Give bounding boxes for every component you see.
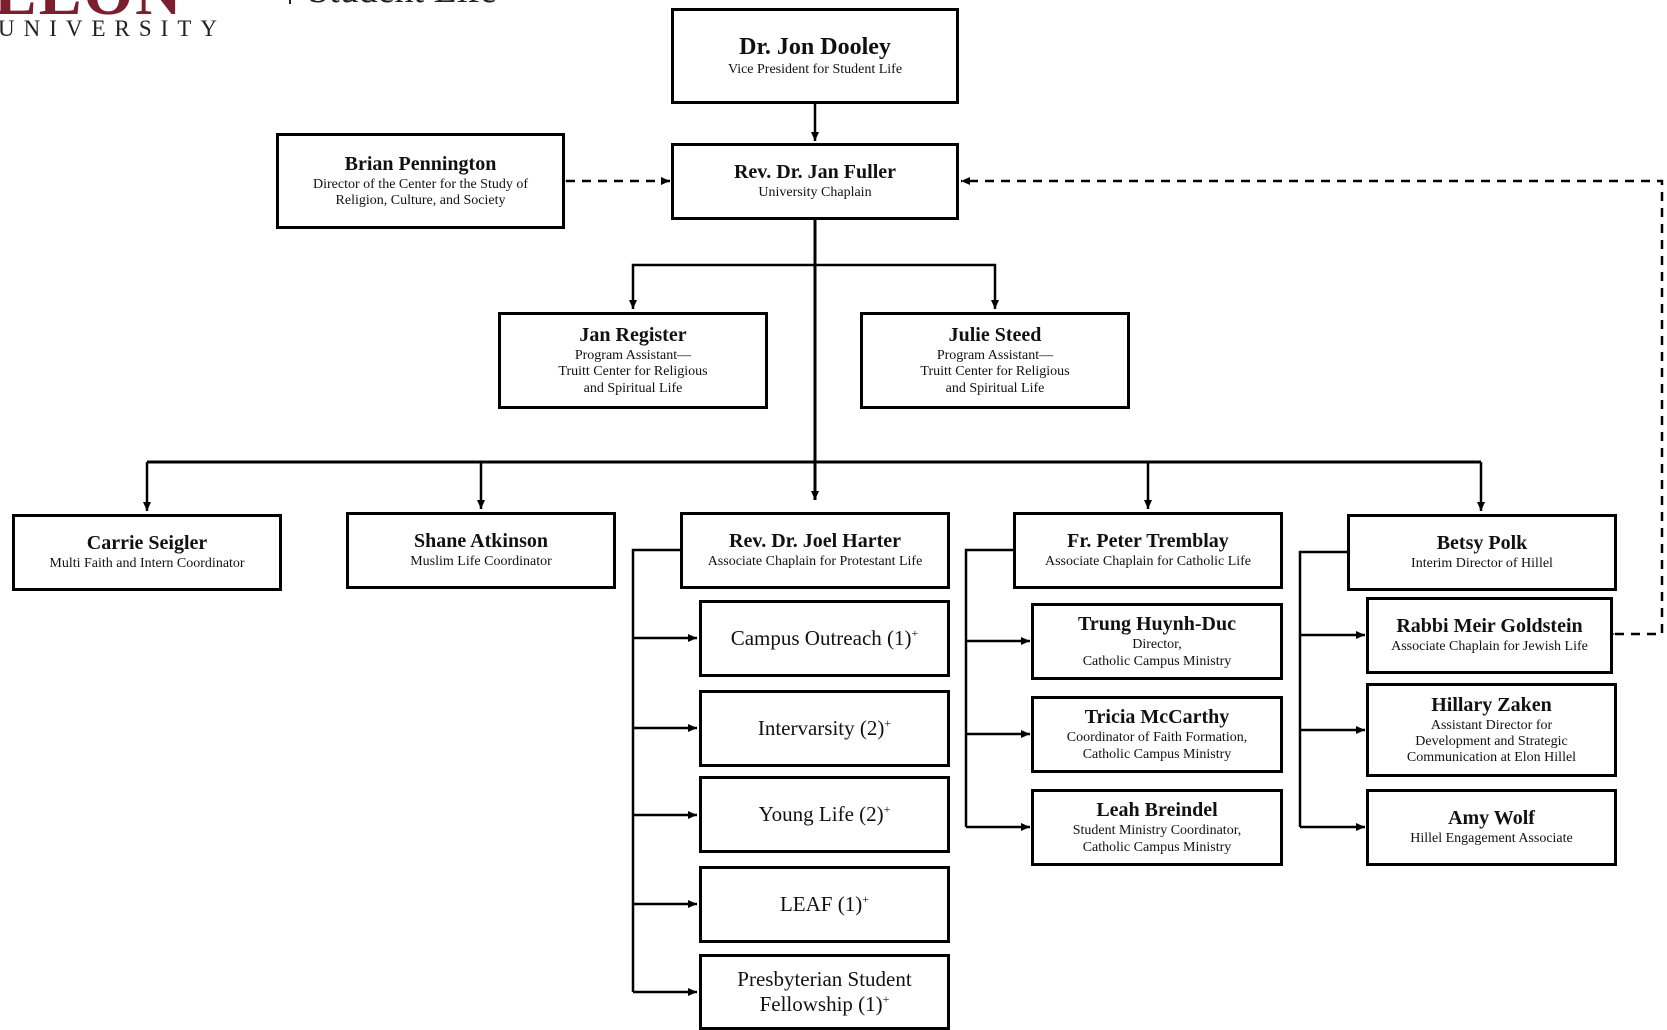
node-title: Coordinator of Faith Formation, Catholic… xyxy=(1066,730,1248,762)
node-dooley: Dr. Jon Dooley Vice President for Studen… xyxy=(671,8,959,104)
node-register: Jan Register Program Assistant— Truitt C… xyxy=(498,312,768,409)
node-title: Vice President for Student Life xyxy=(727,62,903,78)
node-name: Rabbi Meir Goldstein xyxy=(1396,615,1583,638)
node-name: Jan Register xyxy=(579,324,687,347)
node-title: Muslim Life Coordinator xyxy=(410,554,552,570)
group-label-mark: + xyxy=(862,891,870,906)
node-title: Associate Chaplain for Jewish Life xyxy=(1391,639,1588,655)
node-title: Student Ministry Coordinator, Catholic C… xyxy=(1072,823,1242,855)
node-seigler: Carrie Seigler Multi Faith and Intern Co… xyxy=(12,514,282,591)
node-name: Shane Atkinson xyxy=(414,530,548,553)
group-label-mark: + xyxy=(882,992,890,1006)
node-title: Multi Faith and Intern Coordinator xyxy=(49,556,245,572)
node-name: Trung Huynh-Duc xyxy=(1077,613,1236,636)
group-leaf: LEAF (1)+ xyxy=(699,866,950,943)
group-label-text: Young Life (2) xyxy=(758,801,884,826)
node-tremblay: Fr. Peter Tremblay Associate Chaplain fo… xyxy=(1013,512,1283,589)
node-name: Julie Steed xyxy=(948,324,1042,347)
node-name: Hillary Zaken xyxy=(1431,693,1552,716)
node-polk: Betsy Polk Interim Director of Hillel xyxy=(1347,514,1617,591)
group-label: Campus Outreach (1)+ xyxy=(731,626,919,651)
node-breindel: Leah Breindel Student Ministry Coordinat… xyxy=(1031,789,1283,866)
group-label: Intervarsity (2)+ xyxy=(758,716,891,741)
node-name: Dr. Jon Dooley xyxy=(739,33,891,60)
node-mccarthy: Tricia McCarthy Coordinator of Faith For… xyxy=(1031,696,1283,773)
group-label-text: Intervarsity (2) xyxy=(757,715,885,740)
node-name: Leah Breindel xyxy=(1096,799,1218,822)
logo-divider xyxy=(289,0,291,4)
node-steed: Julie Steed Program Assistant— Truitt Ce… xyxy=(860,312,1130,409)
node-atkinson: Shane Atkinson Muslim Life Coordinator xyxy=(346,512,616,589)
node-harter: Rev. Dr. Joel Harter Associate Chaplain … xyxy=(680,512,950,589)
node-title: Director of the Center for the Study of … xyxy=(313,176,528,208)
group-label-mark: + xyxy=(911,625,919,640)
group-young-life: Young Life (2)+ xyxy=(699,776,950,853)
node-name: Carrie Seigler xyxy=(86,532,208,555)
group-presbyterian: Presbyterian Student Fellowship (1)+ xyxy=(699,954,950,1030)
group-campus-outreach: Campus Outreach (1)+ xyxy=(699,600,950,677)
group-label-mark: + xyxy=(883,801,891,816)
node-title: Interim Director of Hillel xyxy=(1411,556,1553,572)
node-name: Fr. Peter Tremblay xyxy=(1067,530,1229,553)
group-label: LEAF (1)+ xyxy=(780,892,869,917)
node-title: Director, Catholic Campus Ministry xyxy=(1082,637,1232,669)
node-title: Associate Chaplain for Protestant Life xyxy=(707,554,923,570)
node-title: Assistant Director for Development and S… xyxy=(1406,717,1577,766)
node-goldstein: Rabbi Meir Goldstein Associate Chaplain … xyxy=(1366,597,1613,674)
node-huynh-duc: Trung Huynh-Duc Director, Catholic Campu… xyxy=(1031,603,1283,680)
node-name: Amy Wolf xyxy=(1448,807,1535,830)
node-name: Brian Pennington xyxy=(344,152,497,175)
node-pennington: Brian Pennington Director of the Center … xyxy=(276,133,565,229)
node-name: Betsy Polk xyxy=(1436,532,1528,555)
group-intervarsity: Intervarsity (2)+ xyxy=(699,690,950,767)
node-fuller: Rev. Dr. Jan Fuller University Chaplain xyxy=(671,143,959,220)
node-name: Tricia McCarthy xyxy=(1084,706,1230,729)
node-name: Rev. Dr. Joel Harter xyxy=(729,530,901,553)
group-label: Young Life (2)+ xyxy=(759,802,891,827)
node-title: Hillel Engagement Associate xyxy=(1410,831,1573,847)
elon-logo-mark: ELON xyxy=(0,0,183,30)
group-label-text: Campus Outreach (1) xyxy=(730,625,912,650)
node-wolf: Amy Wolf Hillel Engagement Associate xyxy=(1366,789,1617,866)
logo-subtitle: Student Life xyxy=(308,0,497,12)
node-name: Rev. Dr. Jan Fuller xyxy=(733,161,897,184)
node-title: Program Assistant— Truitt Center for Rel… xyxy=(558,348,708,396)
group-label-text: LEAF (1) xyxy=(779,891,863,916)
node-title: Program Assistant— Truitt Center for Rel… xyxy=(920,348,1070,396)
group-label-text: Presbyterian Student Fellowship (1) xyxy=(737,966,912,1016)
group-label-mark: + xyxy=(884,715,892,730)
group-label: Presbyterian Student Fellowship (1)+ xyxy=(737,967,911,1017)
logo-university: UNIVERSITY xyxy=(0,16,226,41)
node-title: Associate Chaplain for Catholic Life xyxy=(1044,554,1252,570)
node-title: University Chaplain xyxy=(758,185,872,201)
node-zaken: Hillary Zaken Assistant Director for Dev… xyxy=(1366,683,1617,777)
